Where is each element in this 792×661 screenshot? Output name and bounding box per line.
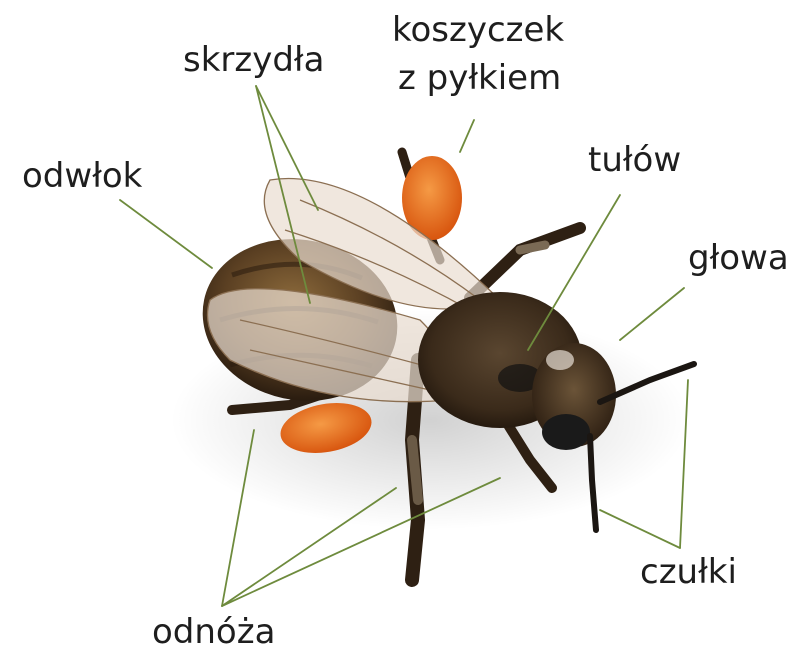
label-thorax: tułów (588, 140, 681, 180)
label-antennae: czułki (640, 552, 737, 592)
label-abdomen: odwłok (22, 156, 142, 196)
head-highlight (546, 350, 574, 370)
label-legs: odnóża (152, 612, 275, 652)
label-head: głowa (688, 238, 789, 278)
label-wings: skrzydła (183, 40, 324, 80)
label-pollen-basket-line2: z pyłkiem (398, 58, 561, 98)
label-pollen-basket-line1: koszyczek (392, 10, 564, 50)
bee-eye (542, 414, 590, 450)
